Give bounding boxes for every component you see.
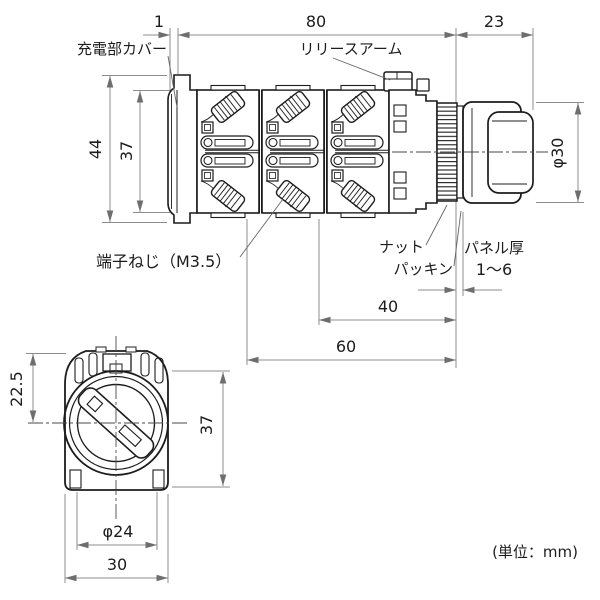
dimension-overall-height: 44 xyxy=(86,76,114,222)
dimension-head-diameter: φ30 xyxy=(548,103,582,202)
dim-value-22-5: 22.5 xyxy=(7,371,26,407)
panel-thickness-value: 1～6 xyxy=(476,260,512,279)
svg-text:パッキン: パッキン xyxy=(393,260,453,278)
mounting-foot-left xyxy=(69,469,82,489)
callout-labels: 充電部カバー リリースアーム 端子ねじ（M3.5） ナット パッキン (単位：m… xyxy=(77,40,578,561)
mounting-foot-right xyxy=(152,469,165,489)
label-terminal-screw: 端子ねじ（M3.5） xyxy=(96,198,284,271)
dimension-head-length: 23 xyxy=(456,12,533,39)
label-nut: ナット xyxy=(379,204,448,256)
unit-note: (単位：mm) xyxy=(492,543,578,561)
mount-adapter xyxy=(388,89,438,214)
dim-value-30: 30 xyxy=(107,555,127,574)
dim-value-40: 40 xyxy=(378,297,398,316)
release-arm-tab xyxy=(383,71,430,92)
dim-value-phi30: φ30 xyxy=(548,138,567,169)
dimension-body-height: 37 xyxy=(117,91,144,212)
extension-lines xyxy=(26,28,584,583)
dim-value-23: 23 xyxy=(484,12,504,31)
dim-value-80: 80 xyxy=(306,12,326,31)
dim-value-44: 44 xyxy=(86,139,105,159)
dimensions-front: 22.5 37 φ24 30 xyxy=(7,354,227,582)
front-view xyxy=(28,336,188,520)
dimensions-side: 1 80 23 44 37 φ30 40 60 xyxy=(86,12,582,364)
svg-text:リリースアーム: リリースアーム xyxy=(300,40,403,58)
dim-value-37-front: 37 xyxy=(197,415,216,435)
dimension-cover-lip: 1 xyxy=(143,12,170,39)
svg-text:ナット: ナット xyxy=(379,238,424,256)
dimension-depth-40: 40 xyxy=(319,297,456,324)
contact-block-3 xyxy=(326,84,390,219)
label-release-arm: リリースアーム xyxy=(300,40,403,81)
dimension-top-to-center: 22.5 xyxy=(7,354,37,422)
dim-value-phi24: φ24 xyxy=(103,522,134,541)
panel-thickness-label: パネル厚 xyxy=(464,239,524,257)
dim-value-60: 60 xyxy=(336,337,356,356)
dimension-depth-60: 60 xyxy=(247,337,456,364)
contact-block-2 xyxy=(261,84,325,219)
svg-text:端子ねじ（M3.5）: 端子ねじ（M3.5） xyxy=(96,252,231,271)
block-dividers xyxy=(259,90,327,213)
side-view xyxy=(167,71,548,224)
label-packing: パッキン xyxy=(393,210,462,278)
label-charging-cover: 充電部カバー xyxy=(77,40,178,108)
dimension-knob-diameter: φ24 xyxy=(77,522,157,549)
dim-value-37-side: 37 xyxy=(117,141,136,161)
svg-text:充電部カバー: 充電部カバー xyxy=(77,40,167,58)
dimension-panel-thickness: パネル厚 1～6 xyxy=(418,239,524,294)
dimension-front-width: 30 xyxy=(65,555,168,582)
charging-cover-flange xyxy=(167,74,198,224)
dimension-front-height: 37 xyxy=(197,372,227,486)
front-centerlines xyxy=(28,336,188,520)
operator-head xyxy=(462,101,534,204)
dim-value-1: 1 xyxy=(154,12,164,31)
contact-block-1 xyxy=(196,84,260,219)
dimension-body-length: 80 xyxy=(178,12,456,39)
operator-knob xyxy=(487,111,534,194)
